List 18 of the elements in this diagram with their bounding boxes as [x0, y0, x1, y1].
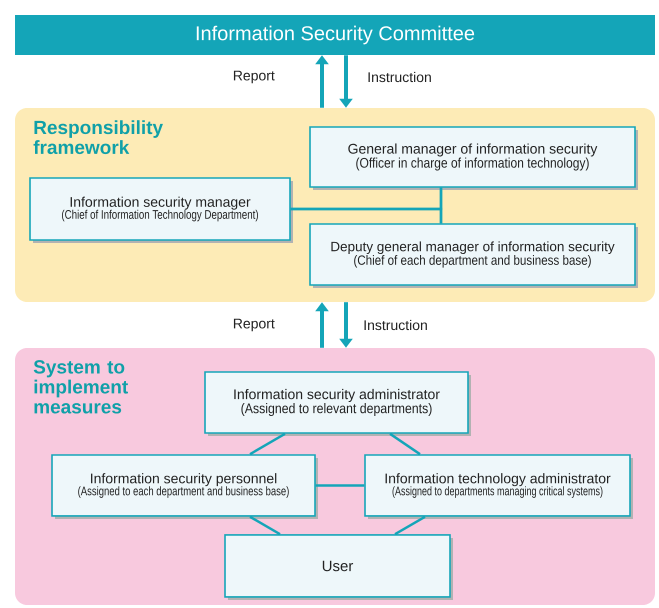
- role-box: Information security personnel (Assigned to each department and business base): [51, 454, 318, 519]
- title-bar: Information Security Committee: [15, 15, 655, 55]
- edge-label: Instruction: [364, 320, 427, 330]
- role-box: Deputy general manager of information security (Chief of each department and business base): [309, 223, 638, 288]
- edge-label: Instruction: [368, 72, 431, 82]
- role-box: Information technology administrator (Assigned to departments managing critical systems): [364, 454, 633, 519]
- connector-line: [249, 432, 286, 456]
- connector-line: [249, 516, 281, 536]
- edge-label: Report: [234, 70, 275, 84]
- connector-line: [394, 516, 426, 536]
- connector-line: [316, 484, 364, 487]
- role-box: User: [224, 534, 453, 600]
- role-box: Information security administrator (Assigned to relevant departments): [204, 371, 471, 436]
- edge-label: Report: [234, 318, 275, 332]
- connector-line: [290, 208, 442, 224]
- role-box: General manager of information security (Officer in charge of information technology): [309, 126, 638, 190]
- connector-line: [389, 432, 421, 456]
- role-box: Information security manager (Chief of Information Technology Department): [29, 177, 293, 243]
